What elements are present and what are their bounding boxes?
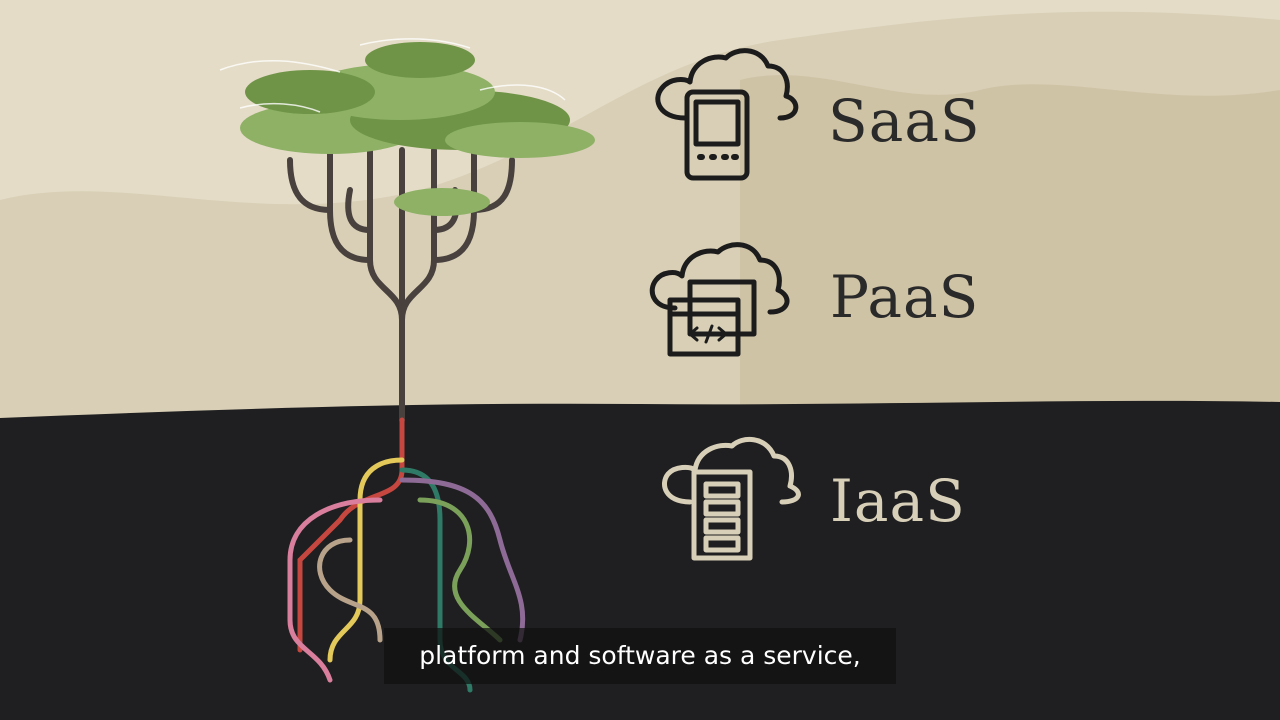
root-line: [297, 417, 405, 653]
canopy-clouds: [219, 38, 566, 113]
service-label-iaas: IaaS: [830, 467, 966, 535]
background-hills-dark: [740, 75, 1280, 420]
cloud-tablet-icon: [655, 48, 799, 181]
foliage-clump: [365, 42, 475, 78]
root-line: [327, 457, 405, 663]
service-label-paas: PaaS: [830, 263, 980, 331]
service-label-saas: SaaS: [828, 87, 981, 155]
subtitle-caption: platform and software as a service,: [384, 628, 896, 684]
cloud-code-window-icon: [649, 242, 790, 357]
root-line: [399, 477, 526, 643]
tree-roots: [287, 417, 526, 693]
foliage-clump: [445, 122, 595, 158]
root-line: [417, 497, 503, 643]
foliage-clump: [394, 188, 490, 216]
root-line: [287, 497, 383, 683]
root-line: [317, 537, 383, 643]
tree-canopy: [240, 42, 595, 216]
foliage-clump: [245, 70, 375, 114]
tree: [287, 147, 515, 423]
ground: [0, 400, 1280, 720]
cloud-server-rack-icon: [662, 436, 801, 561]
